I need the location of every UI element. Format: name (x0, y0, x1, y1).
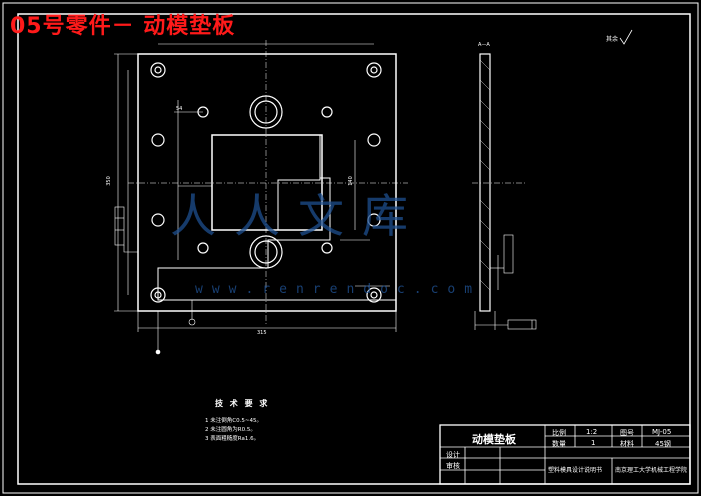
tech-req-item-3: 3 表面粗糙度Ra1.6。 (205, 436, 260, 442)
watermark-text: 人人文库 (170, 189, 426, 243)
watermark-url: www.renrendoc.com (195, 282, 482, 297)
tb-part-name: 动模垫板 (472, 433, 516, 446)
roughness-symbol (619, 29, 633, 45)
tb-project: 塑料模具设计说明书 (548, 467, 603, 474)
tb-material-label: 材料 (620, 440, 634, 448)
tb-material-value: 45钢 (655, 440, 671, 448)
dim-d1: 54 (176, 106, 183, 112)
tb-checker-label: 审核 (446, 462, 460, 470)
tech-req-item-2: 2 未注圆角为R0.5。 (205, 427, 256, 433)
tb-school: 南京理工大学机械工程学院 (615, 467, 688, 474)
dim-overall-height: 350 (105, 176, 112, 186)
holes (150, 62, 382, 303)
tb-scale-value: 1:2 (586, 428, 598, 436)
plate-front-view (128, 40, 408, 325)
tb-designer-label: 设计 (446, 451, 460, 459)
section-label: A—A (478, 42, 490, 48)
tech-req-heading: 技 术 要 求 (215, 399, 270, 408)
tech-req-item-1: 1 未注倒角C0.5~45。 (205, 418, 262, 424)
dimension-lines (114, 43, 397, 355)
tb-qty-label: 数量 (552, 440, 566, 448)
tb-qty-value: 1 (591, 439, 596, 447)
dim-d2: 140 (347, 176, 354, 186)
inner-frame (17, 13, 691, 485)
roughness-note: 其余 (606, 36, 619, 43)
tb-scale-label: 比例 (552, 429, 566, 437)
section-view (472, 53, 537, 330)
page-title: 05号零件－ 动模垫板 (10, 14, 236, 39)
tb-drawing-no-value: MJ-05 (652, 428, 672, 436)
dim-overall-width: 315 (257, 330, 267, 336)
title-block (439, 424, 691, 485)
tb-drawing-no-label: 图号 (620, 429, 634, 437)
